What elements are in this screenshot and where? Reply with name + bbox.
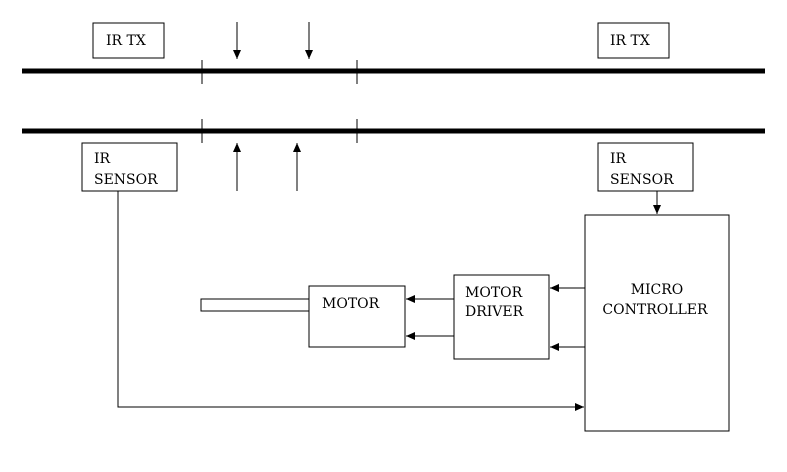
ir-tx-right-label: IR TX bbox=[610, 33, 650, 49]
motor-label: MOTOR bbox=[322, 296, 380, 312]
motor-shaft bbox=[200, 298, 310, 312]
ir-sensor-left-line2: SENSOR bbox=[94, 172, 158, 188]
motor-driver-line1: MOTOR bbox=[465, 285, 523, 301]
ir-sensor-right-line2: SENSOR bbox=[610, 172, 674, 188]
left-sensor-to-controller-line bbox=[117, 191, 584, 411]
ir-tx-right-block: IR TX bbox=[597, 22, 670, 59]
ir-sensor-left-line1: IR bbox=[94, 151, 111, 167]
motor-driver-line2: DRIVER bbox=[465, 304, 524, 320]
ir-tx-left-block: IR TX bbox=[92, 22, 165, 59]
ir-sensor-right-line1: IR bbox=[610, 151, 627, 167]
ir-tx-left-label: IR TX bbox=[106, 33, 146, 49]
micro-controller-block: MICRO CONTROLLER bbox=[584, 214, 730, 432]
ir-sensor-left-block: IR SENSOR bbox=[81, 142, 178, 192]
motor-driver-block: MOTOR DRIVER bbox=[453, 274, 550, 360]
micro-controller-line2: CONTROLLER bbox=[602, 302, 708, 318]
motor-block: MOTOR bbox=[308, 285, 406, 348]
ir-sensor-right-block: IR SENSOR bbox=[597, 142, 694, 192]
micro-controller-line1: MICRO bbox=[631, 282, 684, 298]
